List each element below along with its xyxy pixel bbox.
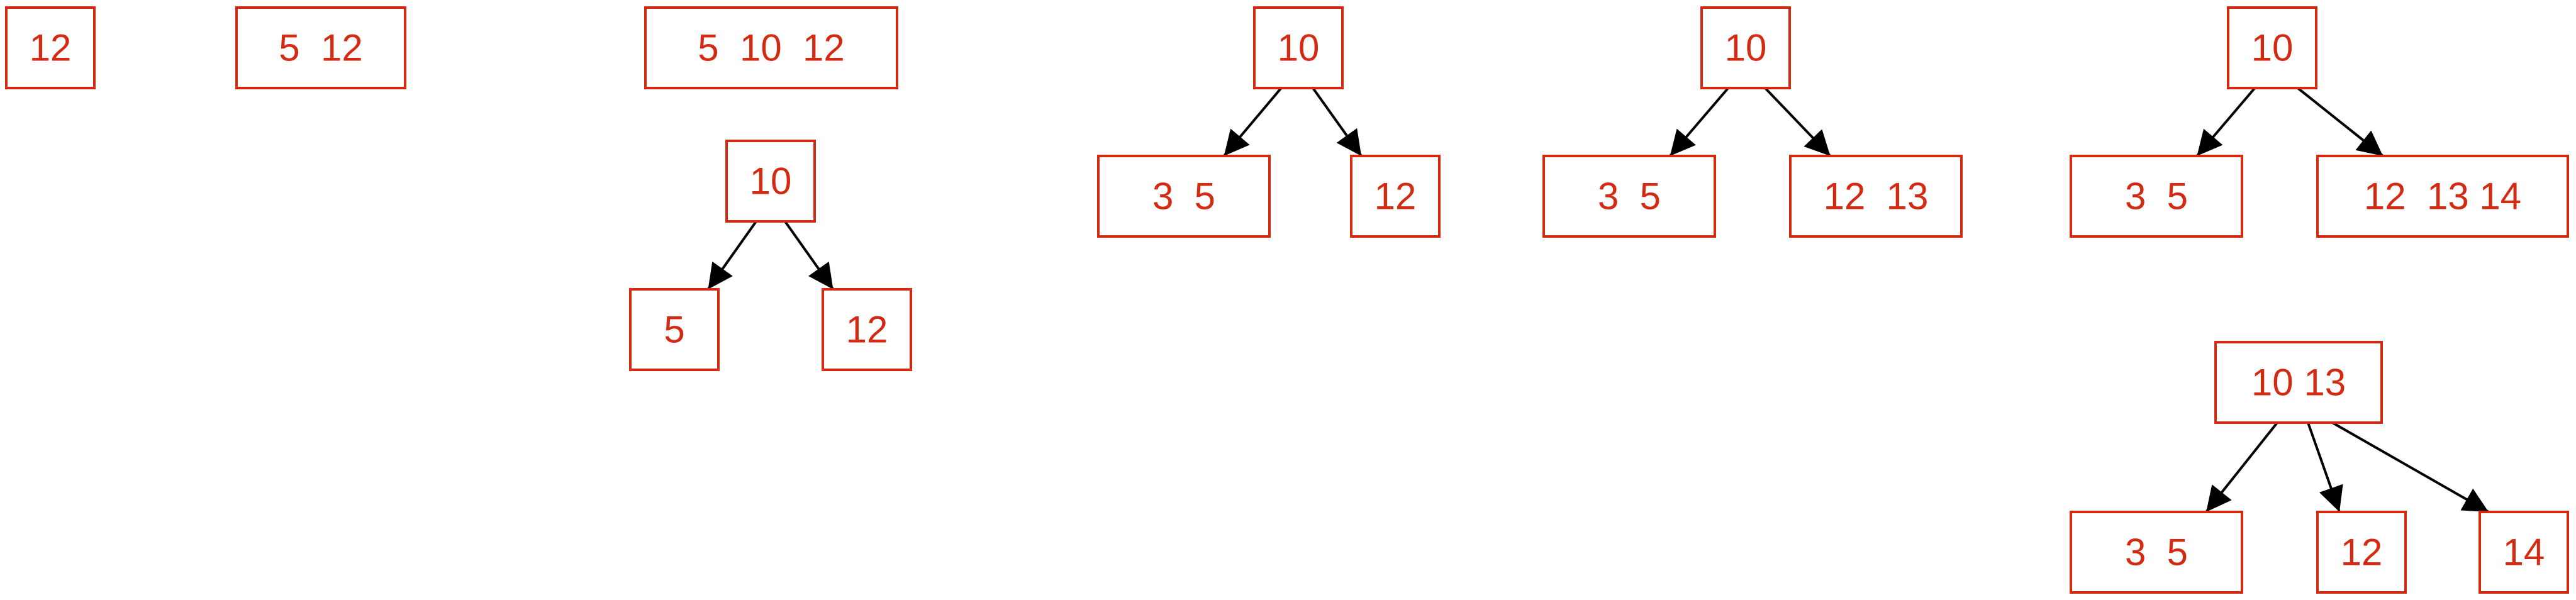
node-box	[644, 6, 898, 89]
node-box	[725, 140, 816, 223]
node-box	[2316, 155, 2569, 238]
node-box	[235, 6, 406, 89]
edge-arrow-s4-root-to-s4-left	[706, 220, 757, 291]
node-label: 10	[750, 160, 792, 203]
edge-arrow-s5-root-to-s5-right	[1312, 87, 1363, 157]
edge-arrow-s7-root-to-s7-right	[2297, 87, 2384, 157]
node-label: 5 12	[279, 27, 362, 69]
node-box	[2316, 511, 2407, 594]
node-box	[2070, 511, 2243, 594]
node-label: 12	[30, 27, 72, 69]
node-label: 3 5	[1598, 175, 1661, 218]
node-s5-right: 12	[1350, 155, 1441, 238]
node-box	[2214, 341, 2383, 424]
node-s6-left: 3 5	[1542, 155, 1716, 238]
node-label: 5	[664, 309, 684, 351]
node-s5-root: 10	[1253, 6, 1344, 89]
node-label: 3 5	[2125, 531, 2188, 574]
node-box	[822, 288, 912, 371]
node-s6-right: 12 13	[1789, 155, 1963, 238]
node-label: 14	[2503, 531, 2545, 574]
edge-arrow-s8-root-to-s8-mid	[2307, 422, 2343, 513]
node-box	[629, 288, 720, 371]
edges-layer	[706, 87, 2489, 513]
edge-arrow-s8-root-to-s8-left	[2205, 421, 2278, 513]
edge-arrow-s7-root-to-s7-left	[2195, 87, 2256, 157]
edge-arrow-s8-root-to-s8-right	[2331, 421, 2489, 513]
node-box	[5, 6, 96, 89]
node-s4-right: 12	[822, 288, 912, 371]
node-box	[1700, 6, 1791, 89]
node-box	[1789, 155, 1963, 238]
node-label: 10 13	[2251, 362, 2346, 404]
node-label: 12	[2341, 531, 2383, 574]
node-s2: 5 12	[235, 6, 406, 89]
node-label: 5 10 12	[698, 27, 845, 69]
edge-arrow-s5-root-to-s5-left	[1223, 87, 1283, 157]
node-s5-left: 3 5	[1097, 155, 1271, 238]
node-label: 3 5	[2125, 175, 2188, 218]
node-label: 12	[1374, 175, 1417, 218]
node-label: 10	[1725, 27, 1767, 69]
node-s8-root: 10 13	[2214, 341, 2383, 424]
node-s7-left: 3 5	[2070, 155, 2243, 238]
node-s7-right: 12 13 14	[2316, 155, 2569, 238]
node-s8-mid: 12	[2316, 511, 2407, 594]
node-s3: 5 10 12	[644, 6, 898, 89]
edge-arrow-s6-root-to-s6-right	[1764, 87, 1831, 157]
node-box	[1350, 155, 1441, 238]
node-box	[2478, 511, 2569, 594]
node-s8-right: 14	[2478, 511, 2569, 594]
node-label: 12	[846, 309, 888, 351]
node-box	[1097, 155, 1271, 238]
node-label: 10	[1278, 27, 1320, 69]
node-box	[2227, 6, 2317, 89]
node-box	[1253, 6, 1344, 89]
node-label: 12 13	[1824, 175, 1929, 218]
edge-arrow-s4-root-to-s4-right	[784, 220, 835, 291]
node-box	[1542, 155, 1716, 238]
nodes-layer: 12 5 12 5 10 12 10 5 12 10 3 5 12 10 3 5 12 13 10 3 5…	[5, 6, 2569, 594]
node-s6-root: 10	[1700, 6, 1791, 89]
node-s1: 12	[5, 6, 96, 89]
node-label: 10	[2251, 27, 2294, 69]
node-label: 3 5	[1152, 175, 1215, 218]
node-s7-root: 10	[2227, 6, 2317, 89]
node-box	[2070, 155, 2243, 238]
node-s8-left: 3 5	[2070, 511, 2243, 594]
node-s4-root: 10	[725, 140, 816, 223]
edge-arrow-s6-root-to-s6-left	[1669, 87, 1729, 157]
node-label: 12 13 14	[2364, 175, 2521, 218]
node-s4-left: 5	[629, 288, 720, 371]
